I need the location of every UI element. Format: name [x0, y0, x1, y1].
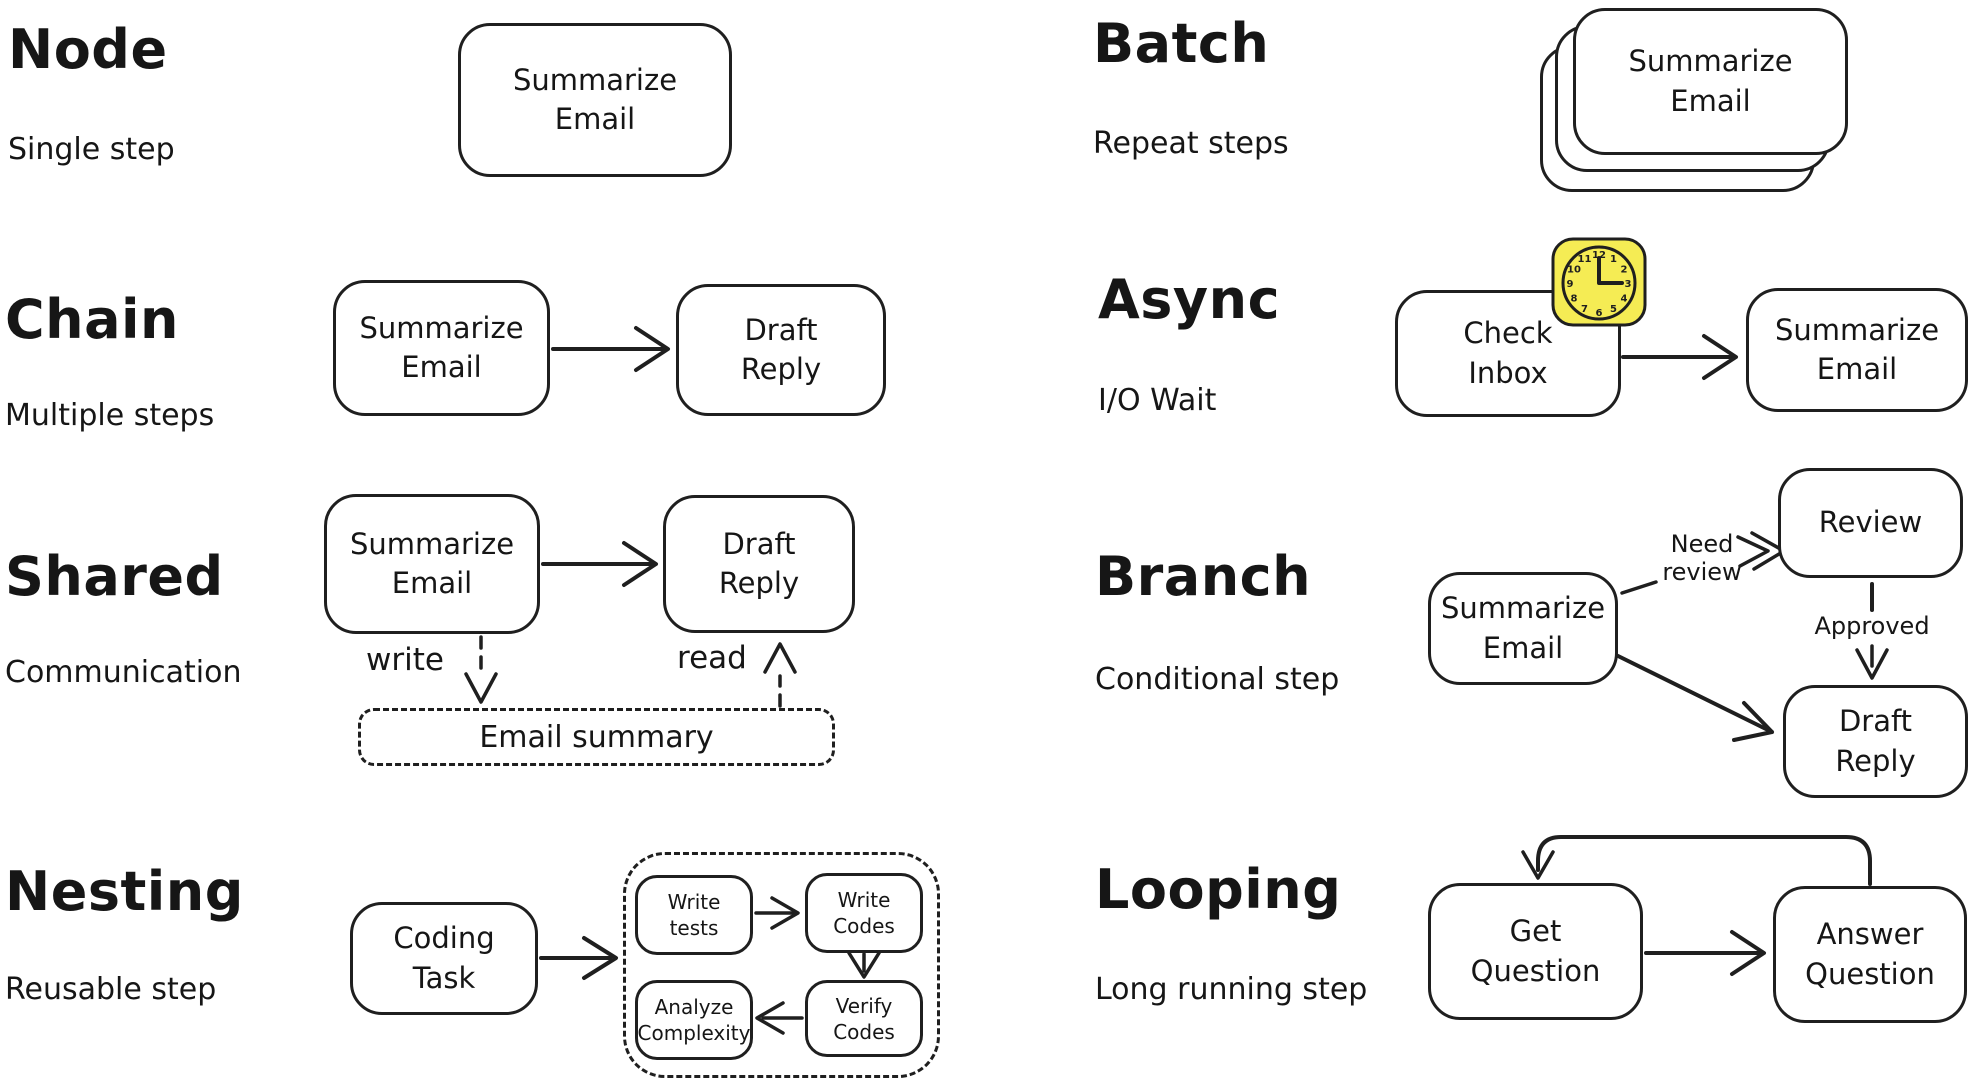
chain-box-summarize-email: Summarize Email	[333, 280, 550, 416]
shared-write-label: write	[366, 642, 444, 678]
clock-number-8: 8	[1571, 294, 1578, 305]
clock-number-10: 10	[1567, 265, 1581, 276]
looping-loopback-head	[1521, 850, 1555, 880]
clock-number-9: 9	[1567, 279, 1574, 290]
branch-section-title: Branch	[1095, 545, 1312, 608]
shared-read-label: read	[677, 640, 747, 676]
shared-email-summary-store: Email summary	[358, 708, 835, 766]
nesting-box-verify-codes: Verify Codes	[805, 980, 923, 1057]
clock-number-3: 3	[1625, 279, 1632, 290]
batch-section-title: Batch	[1093, 12, 1270, 75]
clock-number-1: 1	[1610, 254, 1617, 265]
shared-read-arrow-head	[763, 642, 797, 674]
clock-number-4: 4	[1621, 294, 1628, 305]
branch-approved-head	[1855, 648, 1889, 680]
nesting-box-write-tests: Write tests	[635, 875, 753, 955]
branch-diagonal-head	[1732, 701, 1774, 742]
nesting-verify-to-analyze-head	[755, 1001, 785, 1035]
async-section-subtitle: I/O Wait	[1098, 383, 1217, 418]
shared-arrow-head	[622, 541, 658, 587]
clock-hands	[1597, 256, 1624, 285]
async-arrow-head	[1702, 334, 1738, 380]
shared-section-title: Shared	[5, 545, 224, 608]
branch-box-summarize-email: Summarize Email	[1428, 572, 1618, 685]
nesting-box-analyze-complexity: Analyze Complexity	[635, 980, 753, 1060]
clock-number-5: 5	[1610, 304, 1617, 315]
shared-write-arrow-head	[464, 672, 498, 704]
shared-section-subtitle: Communication	[5, 655, 242, 690]
branch-need-review-head-1	[1736, 535, 1770, 568]
shared-box-draft-reply: Draft Reply	[663, 495, 855, 633]
chain-section-title: Chain	[5, 288, 179, 351]
clock-number-11: 11	[1578, 254, 1592, 265]
clock-number-6: 6	[1596, 308, 1603, 319]
nesting-box-write-codes: Write Codes	[805, 873, 923, 953]
nesting-tests-to-codes-head	[770, 896, 800, 930]
node-section-subtitle: Single step	[8, 132, 175, 167]
chain-box-draft-reply: Draft Reply	[676, 284, 886, 416]
async-section-title: Async	[1098, 268, 1281, 331]
clock-icon: 12 1 2 3 4 5 6 7 8 9 10 11	[1551, 237, 1647, 327]
batch-section-subtitle: Repeat steps	[1093, 126, 1289, 161]
chain-arrow-head	[634, 326, 670, 372]
nesting-box-coding-task: Coding Task	[350, 902, 538, 1015]
looping-loopback-line	[1536, 835, 1872, 886]
branch-need-review-dash	[1620, 580, 1658, 595]
branch-need-review-label: Need review	[1662, 530, 1742, 586]
branch-box-draft-reply: Draft Reply	[1783, 685, 1968, 798]
node-section-title: Node	[8, 18, 168, 81]
nesting-section-subtitle: Reusable step	[5, 972, 217, 1007]
looping-box-answer-question: Answer Question	[1773, 886, 1967, 1023]
async-box-summarize-email: Summarize Email	[1746, 288, 1968, 412]
looping-section-title: Looping	[1095, 858, 1342, 921]
branch-box-review: Review	[1778, 468, 1963, 578]
branch-diagonal-line	[1612, 652, 1772, 733]
node-box-summarize-email: Summarize Email	[458, 23, 732, 177]
branch-approved-label: Approved	[1814, 612, 1930, 640]
chain-section-subtitle: Multiple steps	[5, 398, 215, 433]
clock-number-2: 2	[1621, 265, 1628, 276]
nesting-dashed-container	[623, 852, 940, 1078]
branch-section-subtitle: Conditional step	[1095, 662, 1340, 697]
looping-section-subtitle: Long running step	[1095, 972, 1368, 1007]
nesting-codes-to-verify-head	[847, 951, 881, 979]
clock-number-12: 12	[1592, 250, 1606, 261]
batch-card-front-summarize-email: Summarize Email	[1573, 8, 1848, 155]
looping-box-get-question: Get Question	[1428, 883, 1643, 1020]
nesting-section-title: Nesting	[5, 860, 244, 923]
shared-box-summarize-email: Summarize Email	[324, 494, 540, 634]
looping-arrow-head	[1730, 930, 1766, 976]
nesting-entry-arrow-head	[582, 936, 618, 980]
clock-number-7: 7	[1581, 304, 1588, 315]
